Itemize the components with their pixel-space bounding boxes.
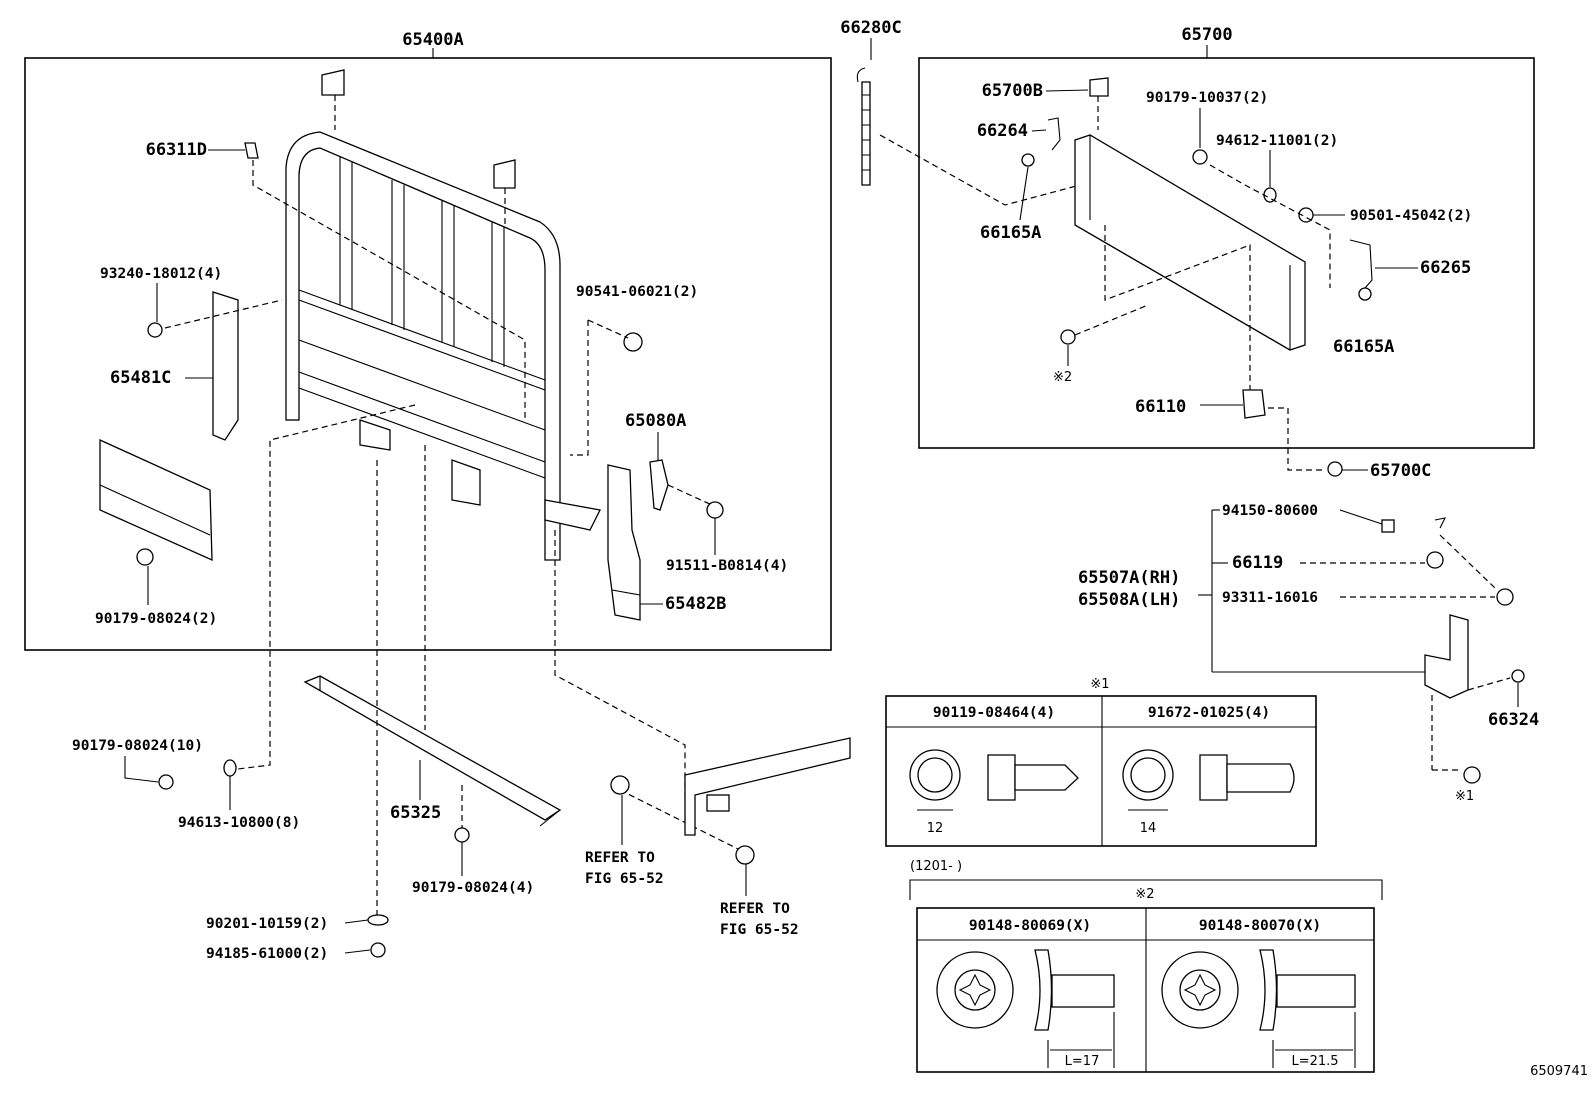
table2-range: (1201- ) <box>910 859 962 874</box>
label-66311d: 66311D <box>146 140 207 160</box>
table2-dim1: L=17 <box>1065 1054 1100 1069</box>
washer-90201 <box>367 914 389 926</box>
label-90541: 90541-06021(2) <box>576 284 698 300</box>
mark-2-a: ※2 <box>1053 370 1072 385</box>
rod-66265 <box>1349 239 1373 289</box>
label-65482b: 65482B <box>665 594 726 614</box>
label-90179-10037: 90179-10037(2) <box>1146 90 1268 106</box>
mark-1-a: ※1 <box>1455 789 1474 804</box>
table1-col1: 90119-08464(4) <box>933 705 1055 721</box>
nut-94185 <box>370 942 386 958</box>
label-65700b: 65700B <box>982 81 1043 101</box>
lower-plate <box>99 438 213 562</box>
label-94612: 94612-11001(2) <box>1216 133 1338 149</box>
label-65325: 65325 <box>390 803 441 823</box>
label-66280c: 66280C <box>840 18 901 38</box>
bolt-65700c <box>1327 461 1343 477</box>
clip-90541 <box>623 332 643 352</box>
hook-66311d <box>244 142 259 159</box>
label-93240: 93240-18012(4) <box>100 266 222 282</box>
clip-65700b <box>1089 77 1109 97</box>
label-65507a: 65507A(RH) <box>1078 568 1180 588</box>
fastener-table-1: ※1 90119-08464(4) 91672-01025(4) 12 14 <box>885 677 1317 847</box>
label-refer-a-line1: REFER TO <box>585 850 655 866</box>
label-66165a-1: 66165A <box>980 223 1041 243</box>
bolt-66324 <box>1511 669 1525 683</box>
table2-dim2: L=21.5 <box>1291 1054 1338 1069</box>
latch-65080a <box>649 459 669 511</box>
label-90179-08024-10: 90179-08024(10) <box>72 738 203 754</box>
bolt-mark2 <box>1060 329 1076 345</box>
screw-90148-80070-drawing: L=21.5 <box>1161 949 1356 1069</box>
rail-bracket <box>706 794 730 812</box>
headboard-frame <box>285 69 601 561</box>
label-91511: 91511-B0814(4) <box>666 558 788 574</box>
label-93311: 93311-16016 <box>1222 590 1318 606</box>
label-66110: 66110 <box>1135 397 1186 417</box>
table1-col2: 91672-01025(4) <box>1148 705 1270 721</box>
table2-col1: 90148-80069(X) <box>969 918 1091 934</box>
nut-90179-10037 <box>1192 149 1208 165</box>
rod-66264 <box>1047 117 1061 151</box>
bolt-93311 <box>1496 588 1514 606</box>
hinge-66110 <box>1242 389 1266 419</box>
pin-94150 <box>1381 519 1395 533</box>
label-refer-b-line1: REFER TO <box>720 901 790 917</box>
label-66265: 66265 <box>1420 258 1471 278</box>
label-65080a: 65080A <box>625 411 686 431</box>
figure-id: 6509741 <box>1530 1064 1588 1079</box>
label-94613: 94613-10800(8) <box>178 815 300 831</box>
bolt-90119-drawing: 12 <box>909 749 1079 836</box>
label-65508a: 65508A(LH) <box>1078 590 1180 610</box>
nut-90179-a <box>136 548 154 566</box>
stake-plate-65481c <box>212 291 239 441</box>
bolt-91672-drawing: 14 <box>1122 749 1295 836</box>
cap-66165a-1 <box>1021 153 1035 167</box>
table1-dim2: 14 <box>1140 821 1157 836</box>
label-66119: 66119 <box>1232 553 1283 573</box>
right-assembly-number: 65700 <box>1181 25 1232 45</box>
label-refer-b-line2: FIG 65-52 <box>720 922 799 938</box>
label-90501: 90501-45042(2) <box>1350 208 1472 224</box>
right-lower: 65700C 94150-80600 66119 65507A(RH) 6550… <box>1078 407 1539 804</box>
bracket-65507a <box>1424 614 1469 699</box>
side-rail <box>684 737 851 836</box>
label-65481c: 65481C <box>110 368 171 388</box>
washer-94613 <box>223 759 237 777</box>
label-90179-08024-4: 90179-08024(4) <box>412 880 534 896</box>
screw-90148-80069-drawing: L=17 <box>936 949 1115 1069</box>
lower-parts: 90179-08024(10) 94613-10800(8) 65325 901… <box>72 404 851 962</box>
bolt-refer-b <box>735 845 755 865</box>
bolt-mark1 <box>1463 766 1481 784</box>
stake-plate-65482b <box>607 464 641 621</box>
label-65700c: 65700C <box>1370 461 1431 481</box>
fastener-table-2: (1201- ) ※2 90148-80069(X) 90148-80070(X… <box>909 859 1383 1073</box>
table2-mark: ※2 <box>1135 887 1154 902</box>
chain-66280c: 66280C <box>840 18 1081 206</box>
bolt-93240 <box>147 322 163 338</box>
label-94185: 94185-61000(2) <box>206 946 328 962</box>
label-66324: 66324 <box>1488 710 1539 730</box>
table1-mark: ※1 <box>1090 677 1109 692</box>
table2-col2: 90148-80070(X) <box>1199 918 1321 934</box>
table1-dim1: 12 <box>927 821 944 836</box>
nut-refer-a <box>610 775 630 795</box>
crossmember-65325 <box>303 675 562 821</box>
left-assembly-number: 65400A <box>402 30 463 50</box>
label-refer-a-line2: FIG 65-52 <box>585 871 664 887</box>
label-90179-08024-2: 90179-08024(2) <box>95 611 217 627</box>
label-90201: 90201-10159(2) <box>206 916 328 932</box>
cap-66165a-2 <box>1358 287 1372 301</box>
label-66264: 66264 <box>977 121 1028 141</box>
left-assembly-frame <box>24 57 832 651</box>
label-94150: 94150-80600 <box>1222 503 1318 519</box>
right-assembly: 65700 65700B 66264 66165A 90179-10037(2)… <box>918 25 1535 449</box>
nut-90179-4 <box>454 827 470 843</box>
label-66165a-2: 66165A <box>1333 337 1394 357</box>
left-assembly: 65400A <box>24 30 832 651</box>
right-assembly-frame <box>918 57 1535 449</box>
washer-66119 <box>1426 551 1444 569</box>
nut-90179-10 <box>158 774 174 790</box>
